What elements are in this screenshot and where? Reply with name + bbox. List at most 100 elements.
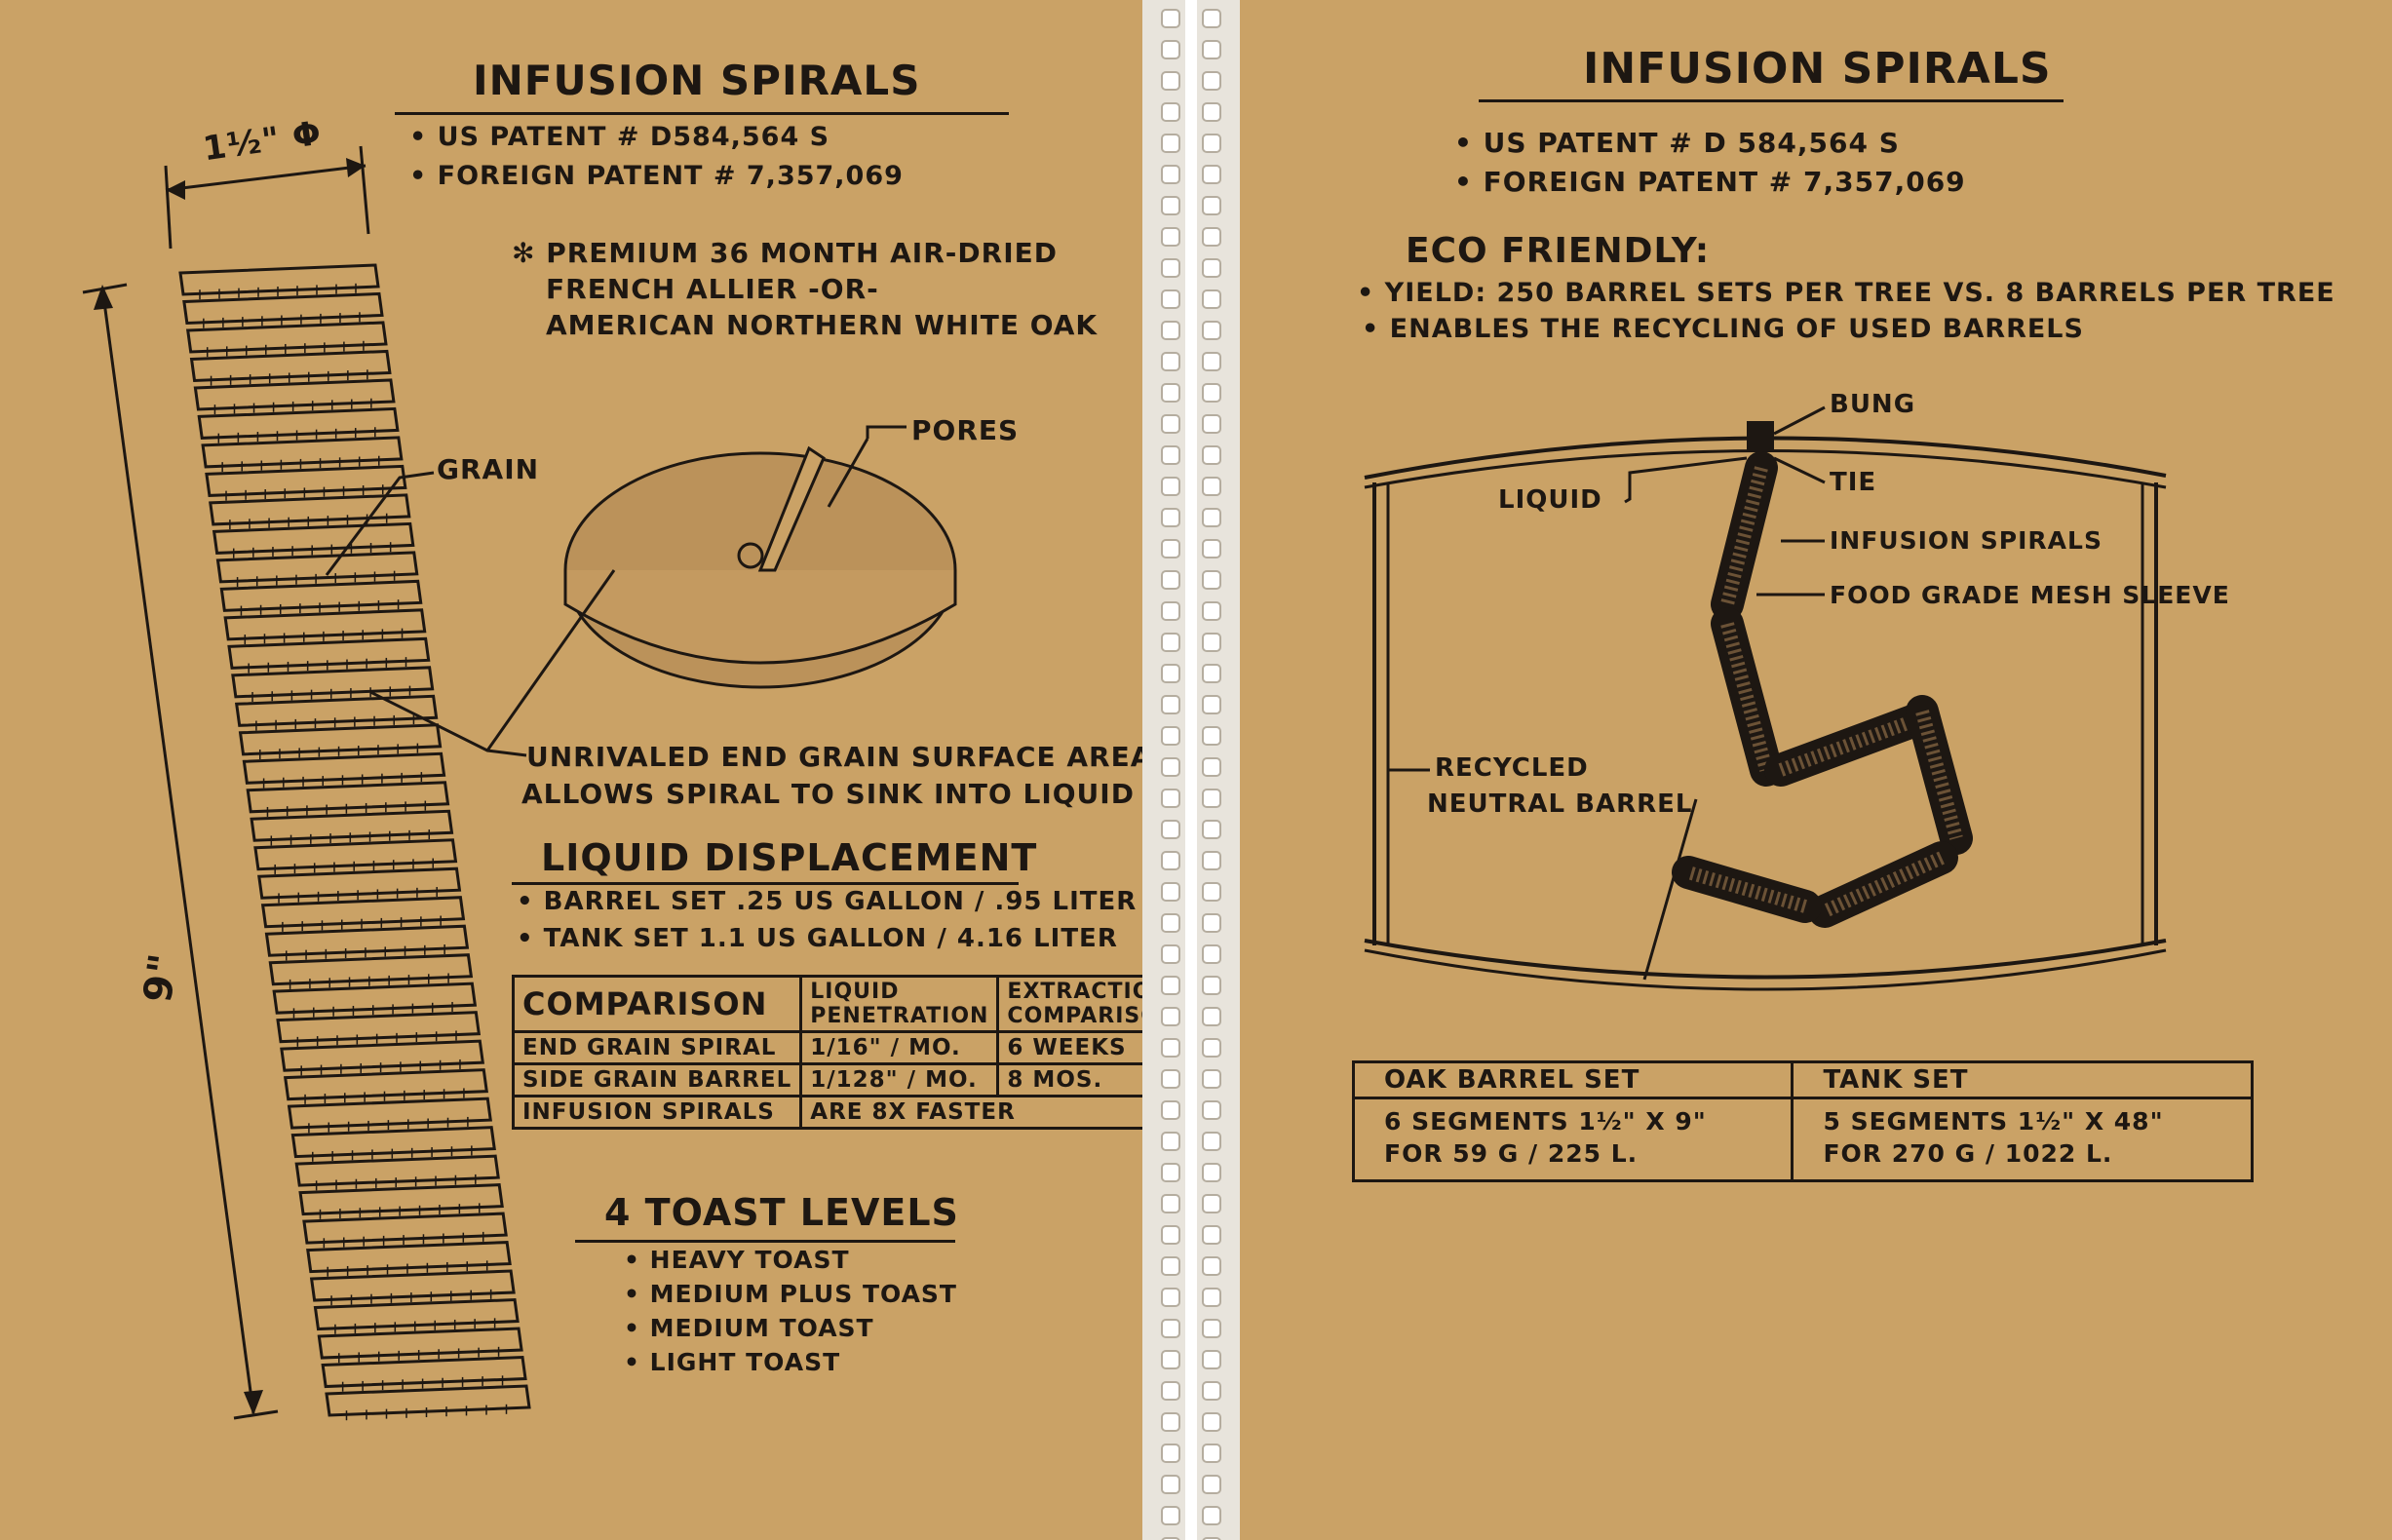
- binding-hole: [1161, 1007, 1180, 1026]
- binding-hole: [1161, 258, 1180, 278]
- table-row: COMPARISON LIQUID PENETRATION EXTRACTION…: [511, 975, 1190, 1033]
- binding-hole: [1161, 1381, 1180, 1401]
- table-cell: FOR 59 G / 225 L.: [1351, 1137, 1794, 1182]
- spiral-ring: [250, 809, 454, 842]
- toast-item: • HEAVY TOAST: [624, 1246, 850, 1274]
- label-mesh-sleeve: FOOD GRADE MESH SLEEVE: [1830, 581, 2230, 609]
- binding-hole: [1161, 570, 1180, 590]
- sets-header: TANK SET: [1791, 1060, 2254, 1099]
- spiral-ring: [185, 321, 388, 354]
- eco-item: • ENABLES THE RECYCLING OF USED BARRELS: [1362, 314, 2084, 344]
- spiral-ring: [201, 436, 404, 469]
- spiral-ring: [257, 866, 462, 900]
- binding-hole: [1161, 40, 1180, 59]
- table-cell: 1/128" / MO.: [799, 1062, 1000, 1097]
- binding-hole: [1161, 383, 1180, 403]
- binding-hole: [1202, 851, 1221, 870]
- binding-hole: [1202, 1163, 1221, 1182]
- table-row: SIDE GRAIN BARREL 1/128" / MO. 8 MOS.: [511, 1062, 1190, 1097]
- binding-hole: [1161, 1319, 1180, 1338]
- binding-hole: [1202, 1194, 1221, 1213]
- binding-hole: [1161, 445, 1180, 465]
- spiral-ring: [209, 493, 411, 526]
- binding-hole: [1161, 196, 1180, 215]
- spiral-ring: [298, 1183, 504, 1216]
- binding-hole: [1161, 820, 1180, 839]
- spiral-ring: [238, 723, 443, 756]
- binding-hole: [1161, 1038, 1180, 1058]
- binding-hole: [1202, 1412, 1221, 1432]
- binding-hole: [1202, 1288, 1221, 1307]
- binding-hole: [1161, 289, 1180, 309]
- binding-hole: [1161, 726, 1180, 746]
- binding-hole: [1202, 1007, 1221, 1026]
- binding-hole: [1202, 321, 1221, 340]
- binding-hole: [1202, 601, 1221, 621]
- table-row: 6 SEGMENTS 1½" X 9" 5 SEGMENTS 1½" X 48": [1351, 1097, 2254, 1137]
- binding-hole: [1202, 258, 1221, 278]
- binding-hole: [1202, 633, 1221, 652]
- binding-hole: [1202, 695, 1221, 714]
- binding-hole: [1161, 1100, 1180, 1120]
- table-cell: SIDE GRAIN BARREL: [511, 1062, 803, 1097]
- binding-hole: [1202, 944, 1221, 964]
- spiral-ring: [294, 1154, 500, 1187]
- binding-hole: [1161, 414, 1180, 434]
- displacement-row: • BARREL SET .25 US GALLON / .95 LITER: [517, 887, 1138, 916]
- binding-hole: [1202, 71, 1221, 91]
- binding-hole: [1161, 913, 1180, 933]
- spiral-ring: [205, 464, 407, 497]
- binding-hole: [1202, 9, 1221, 28]
- spiral-ring: [306, 1241, 512, 1274]
- binding-hole: [1202, 1225, 1221, 1245]
- premium-note-line3: AMERICAN NORTHERN WHITE OAK: [546, 309, 1099, 341]
- binding-hole: [1161, 1412, 1180, 1432]
- mesh-sleeve: [1720, 466, 1768, 606]
- mesh-sleeve: [1720, 622, 1773, 772]
- binding-hole: [1202, 1319, 1221, 1338]
- spiral-ring: [231, 666, 435, 699]
- spiral-ring: [272, 982, 478, 1015]
- sets-table: OAK BARREL SET TANK SET 6 SEGMENTS 1½" X…: [1351, 1060, 2254, 1182]
- spiral-ring: [182, 291, 384, 326]
- binding-hole: [1161, 664, 1180, 683]
- spiral-ring: [193, 378, 396, 411]
- binding-hole: [1202, 134, 1221, 153]
- spiral-ring: [321, 1355, 527, 1389]
- binding-hole: [1202, 102, 1221, 122]
- spiral-ring: [290, 1126, 496, 1159]
- comparison-header: LIQUID PENETRATION: [799, 975, 1000, 1033]
- spiral-ring: [215, 551, 419, 584]
- spiral-ring: [246, 781, 450, 814]
- binding-hole: [1161, 477, 1180, 496]
- spiral-ring: [287, 1097, 492, 1130]
- left-page: INFUSION SPIRALS • US PATENT # D584,564 …: [0, 0, 1190, 1540]
- binding-hole: [1202, 414, 1221, 434]
- binding-hole: [1202, 1381, 1221, 1401]
- comparison-header: COMPARISON: [511, 975, 803, 1033]
- binding-hole: [1202, 1350, 1221, 1369]
- binding-hole: [1202, 1444, 1221, 1463]
- table-cell: 6 SEGMENTS 1½" X 9": [1351, 1097, 1794, 1137]
- spiral-ring: [325, 1384, 531, 1417]
- binding-hole: [1161, 757, 1180, 777]
- binding-hole: [1161, 539, 1180, 558]
- binding-hole: [1161, 1194, 1180, 1213]
- label-recycled-line2: NEUTRAL BARREL: [1427, 789, 1693, 819]
- left-us-patent: • US PATENT # D584,564 S: [409, 122, 830, 152]
- end-grain-note-line2: ALLOWS SPIRAL TO SINK INTO LIQUID: [521, 778, 1135, 810]
- spiral-ring: [242, 751, 446, 785]
- eco-item: • YIELD: 250 BARREL SETS PER TREE VS. 8 …: [1357, 278, 2335, 308]
- binding-hole: [1202, 383, 1221, 403]
- binding-hole: [1161, 1069, 1180, 1089]
- right-us-patent: • US PATENT # D 584,564 S: [1454, 127, 1900, 159]
- label-grain: GRAIN: [437, 453, 540, 485]
- table-cell: 1/16" / MO.: [799, 1030, 1000, 1065]
- label-pores: PORES: [911, 414, 1020, 446]
- binding-hole: [1202, 477, 1221, 496]
- binding-hole: [1202, 1100, 1221, 1120]
- binding-hole: [1161, 508, 1180, 527]
- spiral-ring: [309, 1269, 516, 1302]
- binding-hole: [1202, 1475, 1221, 1494]
- spiral-ring: [223, 608, 427, 641]
